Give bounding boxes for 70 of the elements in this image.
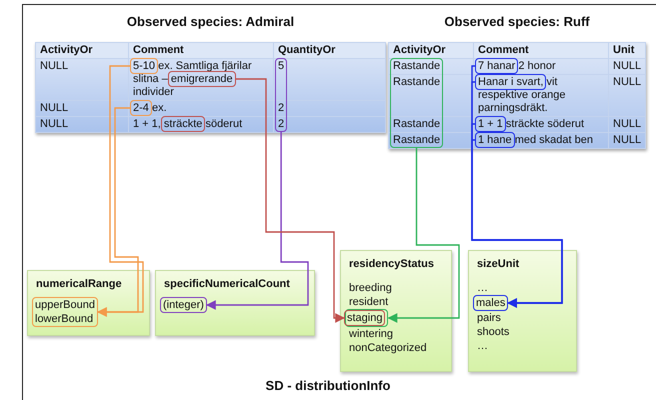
highlight-frame xyxy=(345,309,388,327)
box-heading: sizeUnit xyxy=(477,257,520,271)
table-cell: Rastande xyxy=(388,58,474,74)
table-cell: 5 xyxy=(274,58,386,100)
table-cell: NULL xyxy=(608,58,646,74)
class-box xyxy=(27,270,150,336)
value-text: males xyxy=(476,296,506,310)
highlight-frame xyxy=(160,116,206,132)
value-text: lowerBound xyxy=(35,312,94,326)
column-header: ActivityOr xyxy=(388,42,474,58)
value-text: … xyxy=(477,281,489,295)
highlight-frame xyxy=(275,58,288,132)
highlight-frame xyxy=(130,100,152,116)
diagram-caption: SD - distributionInfo xyxy=(264,378,392,393)
highlight-frame xyxy=(475,74,546,90)
table-cell: NULL xyxy=(608,74,646,116)
highlight-box xyxy=(473,295,508,311)
value-text: (integer) xyxy=(163,298,204,312)
highlight-frame xyxy=(475,116,506,132)
box-heading: numericalRange xyxy=(36,277,123,291)
table-cell: NULL xyxy=(36,58,128,100)
table-cell: Rastande xyxy=(388,132,474,148)
table-title: Observed species: Admiral xyxy=(126,14,296,29)
table-cell: Rastande xyxy=(388,74,474,116)
value-text: staging xyxy=(347,311,382,325)
table-cell: 7 hanar 2 honor xyxy=(474,58,608,74)
value-text: upperBound xyxy=(35,298,95,312)
highlight-frame xyxy=(390,58,444,148)
value-text: … xyxy=(477,339,489,353)
class-box xyxy=(468,250,577,372)
arrow xyxy=(206,132,309,310)
column-header: Comment xyxy=(128,42,274,58)
table-cell: 2-4 ex. xyxy=(128,100,274,116)
column-header: Comment xyxy=(474,42,608,58)
table-cell: 2 xyxy=(274,116,386,132)
table-cell: 2 xyxy=(274,100,386,116)
box-heading: residencyStatus xyxy=(349,257,435,271)
highlight-box xyxy=(344,310,386,326)
table-cell: 5-10 ex. Samtliga fjärilar slitna – emigrerande individer xyxy=(128,58,274,100)
highlight-frame xyxy=(168,71,236,87)
class-box xyxy=(155,270,315,336)
column-header: Unit xyxy=(608,42,646,58)
highlight-box xyxy=(32,297,98,327)
highlight-frame xyxy=(475,132,515,148)
value-text: shoots xyxy=(477,325,510,339)
class-box xyxy=(340,250,452,372)
value-text: pairs xyxy=(477,311,502,325)
arrow xyxy=(388,148,460,323)
table-cell: 1 hane med skadat ben xyxy=(474,132,608,148)
value-text: breeding xyxy=(349,281,393,295)
table-cell: NULL xyxy=(36,116,128,132)
table-cell: NULL xyxy=(36,100,128,116)
table-cell: NULL xyxy=(608,116,646,132)
highlight-frame xyxy=(475,58,518,74)
highlight-frame xyxy=(130,58,158,74)
arrow xyxy=(236,78,345,323)
highlight-box xyxy=(160,297,207,313)
table-cell: Hanar i svart, vit respektive orange parningsdräkt. xyxy=(474,74,608,116)
arrow xyxy=(97,107,139,317)
table-cell: Rastande xyxy=(388,116,474,132)
table-cell: NULL xyxy=(608,132,646,148)
table-title: Observed species: Ruff xyxy=(443,14,591,29)
box-heading: specificNumericalCount xyxy=(164,277,291,291)
value-text: nonCategorized xyxy=(349,341,428,355)
column-header: ActivityOr xyxy=(36,42,128,58)
table-cell: 1 + 1, sträckte söderut xyxy=(128,116,274,132)
value-text: wintering xyxy=(349,327,394,341)
column-header: QuantityOr xyxy=(274,42,386,58)
value-text: resident xyxy=(349,295,390,309)
table-cell: 1 + 1 sträckte söderut xyxy=(474,116,608,132)
